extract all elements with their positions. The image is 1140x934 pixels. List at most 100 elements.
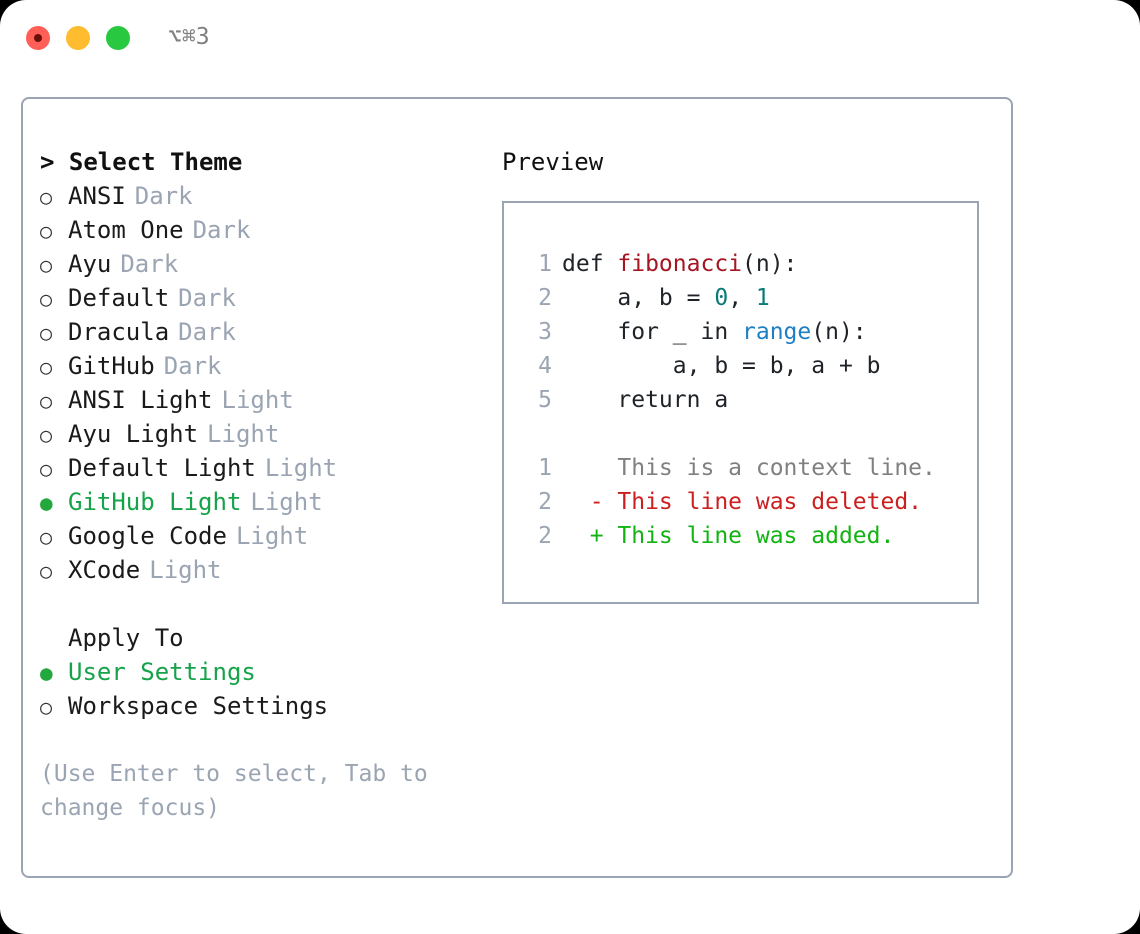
theme-option-variant: Light bbox=[235, 522, 309, 550]
code-line-text: a, b = 0, 1 bbox=[562, 281, 770, 315]
code-token: def bbox=[562, 251, 618, 277]
theme-option-variant: Dark bbox=[163, 352, 222, 380]
theme-option-github-light[interactable]: ● GitHub Light Light bbox=[40, 485, 490, 519]
radio-unselected-icon: ○ bbox=[40, 525, 53, 549]
theme-option-label: Default bbox=[68, 284, 170, 312]
title-bar: ⌥⌘3 bbox=[0, 0, 1140, 78]
radio-selected-icon: ● bbox=[40, 491, 53, 515]
diff-line: 2 - This line was deleted. bbox=[524, 485, 977, 519]
theme-option-dracula[interactable]: ○ Dracula Dark bbox=[40, 315, 490, 349]
code-token: 0 bbox=[714, 285, 729, 311]
code-line: 5 return a bbox=[524, 383, 977, 417]
code-line-text: return a bbox=[562, 383, 728, 417]
apply-option-label: Workspace Settings bbox=[68, 692, 329, 720]
radio-unselected-icon: ○ bbox=[40, 457, 53, 481]
diff-line: 1 This is a context line. bbox=[524, 451, 977, 485]
theme-option-variant: Light bbox=[264, 454, 338, 482]
theme-option-variant: Light bbox=[250, 488, 323, 516]
keyboard-hint: (Use Enter to select, Tab to change focu… bbox=[40, 761, 428, 821]
code-token: a, b = b, a + b bbox=[562, 353, 881, 379]
theme-option-atom-one[interactable]: ○ Atom One Dark bbox=[40, 213, 490, 247]
theme-option-label: XCode bbox=[68, 556, 141, 584]
radio-unselected-icon: ○ bbox=[40, 287, 53, 311]
theme-option-label: Atom One bbox=[68, 216, 184, 244]
theme-option-variant: Dark bbox=[192, 216, 251, 244]
theme-option-variant: Dark bbox=[134, 182, 193, 210]
line-number: 2 bbox=[538, 523, 552, 549]
radio-unselected-icon: ○ bbox=[40, 695, 53, 719]
code-line: 3 for _ in range(n): bbox=[524, 315, 977, 349]
theme-option-variant: Light bbox=[207, 420, 280, 448]
code-token: , bbox=[728, 285, 756, 311]
keyboard-shortcut-label: ⌥⌘3 bbox=[168, 24, 210, 50]
window-controls bbox=[26, 26, 130, 50]
radio-unselected-icon: ○ bbox=[40, 219, 53, 243]
close-button[interactable] bbox=[26, 26, 50, 50]
code-token: a, b = bbox=[562, 285, 715, 311]
radio-unselected-icon: ○ bbox=[40, 185, 53, 209]
theme-option-default[interactable]: ○ Default Dark bbox=[40, 281, 490, 315]
diff-sample: 1 This is a context line.2 - This line w… bbox=[524, 451, 977, 553]
theme-option-label: ANSI Light bbox=[68, 386, 213, 414]
radio-unselected-icon: ○ bbox=[40, 355, 53, 379]
theme-option-google-code[interactable]: ○ Google Code Light bbox=[40, 519, 490, 553]
theme-option-label: ANSI bbox=[68, 182, 126, 210]
line-number: 3 bbox=[538, 319, 552, 345]
code-token: (n): bbox=[742, 251, 798, 277]
line-number: 4 bbox=[538, 353, 552, 379]
apply-option-workspace-settings[interactable]: ○ Workspace Settings bbox=[40, 689, 490, 723]
theme-option-variant: Dark bbox=[178, 284, 236, 312]
code-token: range bbox=[742, 319, 812, 345]
code-diff-gap bbox=[524, 417, 977, 451]
diff-line-text: + This line was added. bbox=[562, 523, 895, 549]
theme-option-variant: Dark bbox=[120, 250, 179, 278]
theme-option-variant: Light bbox=[149, 556, 222, 584]
theme-option-ansi-light[interactable]: ○ ANSI Light Light bbox=[40, 383, 490, 417]
code-token: 1 bbox=[755, 285, 770, 311]
theme-option-default-light[interactable]: ○ Default Light Light bbox=[40, 451, 490, 485]
apply-to-list[interactable]: ● User Settings ○ Workspace Settings bbox=[40, 655, 490, 723]
theme-option-label: Google Code bbox=[68, 522, 227, 550]
diff-line: 2 + This line was added. bbox=[524, 519, 977, 553]
line-number: 5 bbox=[538, 387, 552, 413]
theme-option-variant: Light bbox=[221, 386, 294, 414]
theme-option-label: GitHub Light bbox=[68, 488, 242, 516]
theme-option-ansi[interactable]: ○ ANSI Dark bbox=[40, 179, 490, 213]
line-number: 1 bbox=[538, 455, 552, 481]
list-spacer bbox=[40, 587, 490, 621]
radio-unselected-icon: ○ bbox=[40, 389, 53, 413]
theme-option-label: Ayu bbox=[68, 250, 112, 278]
radio-unselected-icon: ○ bbox=[40, 423, 53, 447]
radio-selected-icon: ● bbox=[40, 661, 53, 685]
code-line-text: def fibonacci(n): bbox=[562, 247, 797, 281]
theme-option-ayu-light[interactable]: ○ Ayu Light Light bbox=[40, 417, 490, 451]
theme-option-variant: Dark bbox=[178, 318, 236, 346]
maximize-button[interactable] bbox=[106, 26, 130, 50]
code-line-text: a, b = b, a + b bbox=[562, 349, 881, 383]
diff-line-text: This is a context line. bbox=[562, 455, 936, 481]
apply-option-user-settings[interactable]: ● User Settings bbox=[40, 655, 490, 689]
minimize-button[interactable] bbox=[66, 26, 90, 50]
theme-option-label: Dracula bbox=[68, 318, 170, 346]
theme-option-label: Ayu Light bbox=[68, 420, 199, 448]
radio-unselected-icon: ○ bbox=[40, 321, 53, 345]
code-token: fibonacci bbox=[617, 251, 743, 277]
code-line: 2 a, b = 0, 1 bbox=[524, 281, 977, 315]
line-number: 2 bbox=[538, 489, 552, 515]
code-token: for _ in bbox=[562, 319, 743, 345]
preview-heading: Preview bbox=[502, 148, 604, 176]
theme-option-label: Default Light bbox=[68, 454, 256, 482]
apply-option-label: User Settings bbox=[68, 658, 256, 686]
code-line: 4 a, b = b, a + b bbox=[524, 349, 977, 383]
